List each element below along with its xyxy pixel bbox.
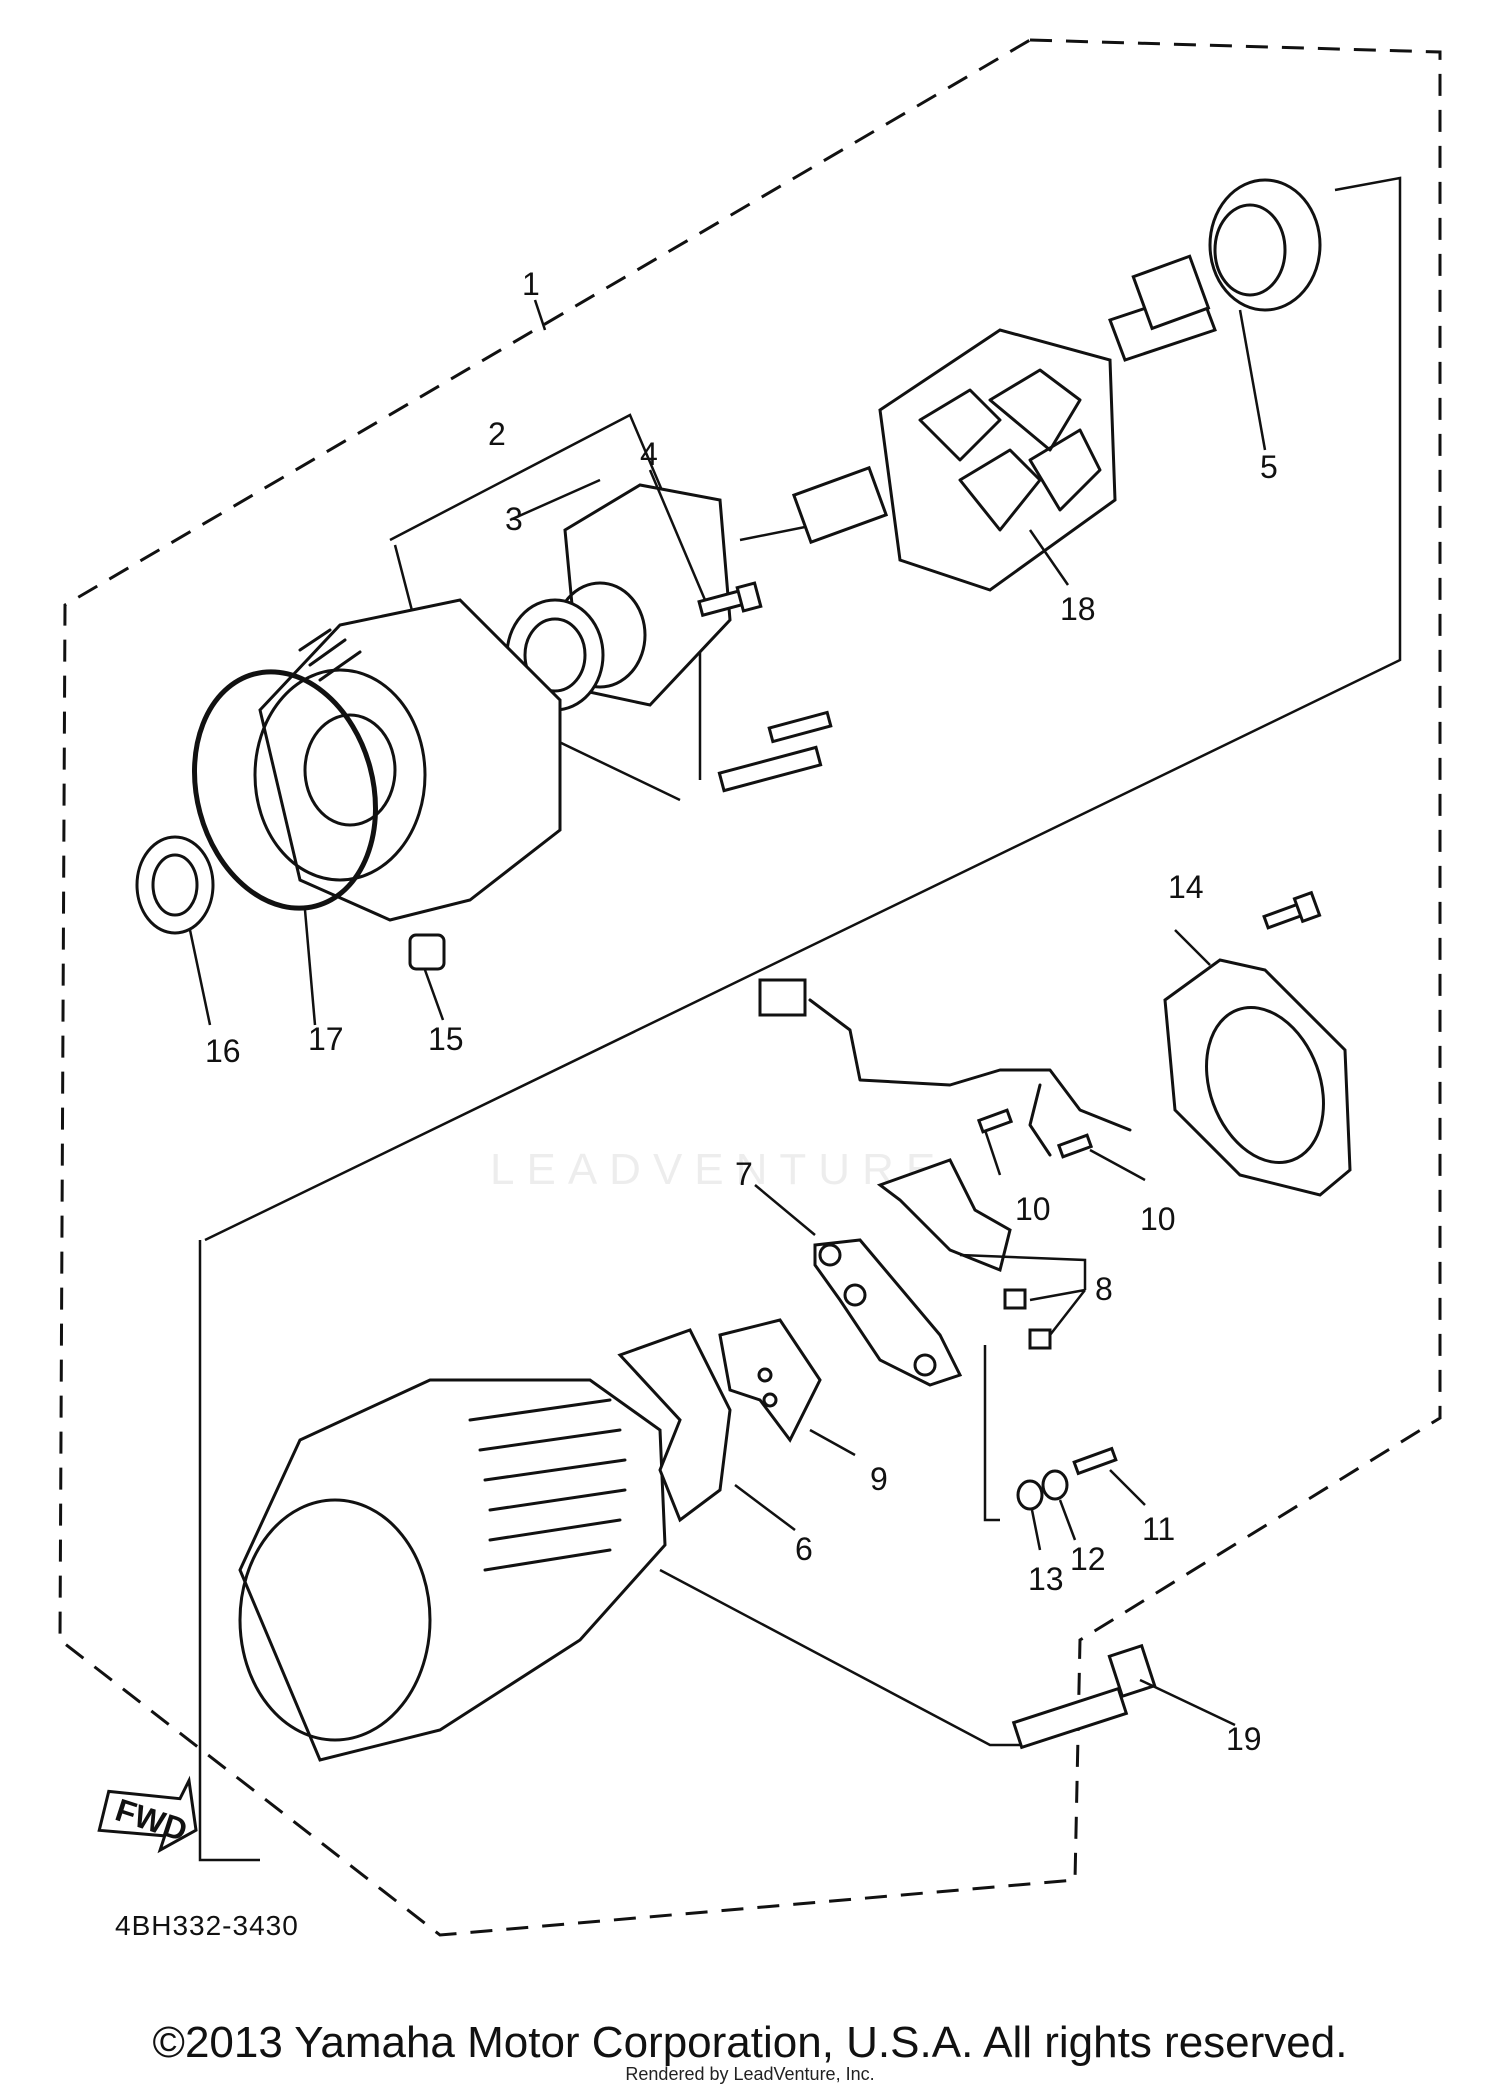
callout-10a: 10 — [1015, 1191, 1051, 1227]
fwd-arrow-icon: FWD — [97, 1775, 198, 1854]
nut-15-icon — [408, 933, 446, 971]
callout-16: 16 — [205, 1033, 241, 1069]
callout-9: 9 — [870, 1461, 888, 1497]
rendered-by-text: Rendered by LeadVenture, Inc. — [625, 2064, 875, 2084]
part-code: 4BH332-3430 — [115, 1910, 299, 1941]
callout-12: 12 — [1070, 1541, 1106, 1577]
callout-5: 5 — [1260, 449, 1278, 485]
screw-10b-icon — [1056, 1133, 1094, 1159]
callout-10b: 10 — [1140, 1201, 1176, 1237]
assembly-dashed-outline — [58, 38, 1442, 1937]
screw-11-icon — [1072, 1446, 1118, 1476]
bolt-19-icon — [1011, 1643, 1157, 1750]
callout-7: 7 — [735, 1156, 753, 1192]
cover-14-icon — [1163, 958, 1352, 1197]
terminal-stud-icon — [717, 710, 833, 793]
bearing-5-icon — [1208, 178, 1322, 312]
bearing-plate-icon — [505, 483, 732, 712]
callout-6: 6 — [795, 1531, 813, 1567]
callout-4: 4 — [640, 436, 658, 472]
screw-10a-icon — [976, 1108, 1014, 1134]
lower-group-bracket — [198, 1240, 260, 1862]
callout-18: 18 — [1060, 591, 1096, 627]
screw-14-icon — [1262, 890, 1322, 930]
washer-13-icon — [1016, 1479, 1044, 1511]
callout-19: 19 — [1226, 1721, 1262, 1757]
bearing-16-icon — [135, 835, 215, 935]
callout-14: 14 — [1168, 869, 1204, 905]
bolt-4-icon — [697, 581, 763, 618]
callout-1: 1 — [522, 266, 540, 302]
rectifier-icon — [718, 1318, 822, 1443]
o-ring-icon — [192, 669, 378, 911]
callout-3: 3 — [505, 501, 523, 537]
callout-2: 2 — [488, 416, 506, 452]
callout-15: 15 — [428, 1021, 464, 1057]
brush-holder-icon — [617, 1328, 732, 1523]
wire-harness-icon — [758, 978, 1132, 1157]
callout-8: 8 — [1095, 1271, 1113, 1307]
rotor-icon — [791, 254, 1217, 592]
stator-housing-icon — [238, 1378, 667, 1762]
front-housing-icon — [253, 598, 562, 922]
washer-12-icon — [1041, 1469, 1069, 1501]
brush-holder-assy-icon — [876, 1158, 1052, 1350]
watermark-text: LEADVENTURE — [490, 1145, 948, 1194]
callout-11: 11 — [1142, 1511, 1175, 1547]
callout-17: 17 — [308, 1021, 344, 1057]
copyright-text: ©2013 Yamaha Motor Corporation, U.S.A. A… — [152, 2018, 1348, 2067]
callout-13: 13 — [1028, 1561, 1064, 1597]
upper-group-bracket — [204, 176, 1402, 1242]
plate-7-icon — [813, 1238, 963, 1387]
